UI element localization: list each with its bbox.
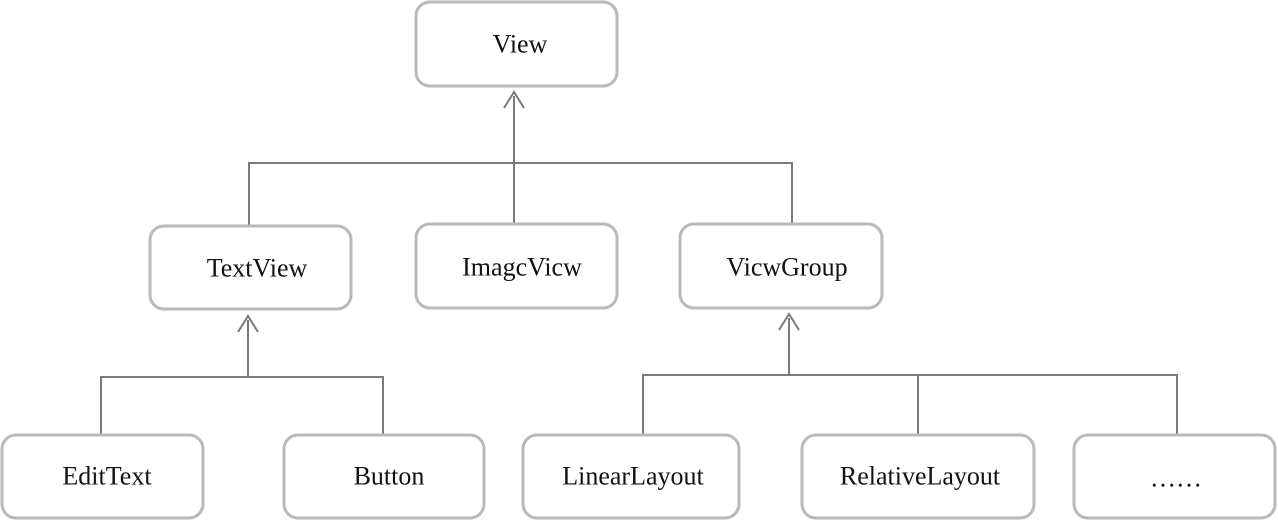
node-imageview-label: ImagcVicw bbox=[462, 253, 582, 282]
node-linearlayout-label: LinearLayout bbox=[562, 462, 704, 491]
node-more: …… bbox=[1072, 433, 1277, 520]
node-more-label: …… bbox=[1150, 464, 1202, 493]
arrowhead-view bbox=[503, 90, 525, 109]
connector-layouts-to-viewgroup bbox=[642, 374, 1178, 435]
node-relativelayout-label: RelativeLayout bbox=[840, 462, 1001, 491]
node-edittext-label: EditText bbox=[62, 462, 152, 491]
node-view: View bbox=[414, 0, 619, 88]
node-edittext: EditText bbox=[0, 433, 205, 520]
node-textview: TextView bbox=[148, 224, 353, 311]
connector-textview-children bbox=[100, 314, 384, 435]
node-viewgroup: VicwGroup bbox=[678, 222, 884, 310]
node-button: Button bbox=[282, 433, 486, 520]
arrowhead-viewgroup bbox=[778, 312, 800, 331]
node-view-label: View bbox=[493, 30, 548, 59]
node-viewgroup-label: VicwGroup bbox=[726, 253, 847, 282]
node-relativelayout: RelativeLayout bbox=[800, 433, 1036, 520]
node-imageview: ImagcVicw bbox=[414, 222, 619, 310]
connector-textview-to-view bbox=[248, 96, 515, 226]
node-linearlayout: LinearLayout bbox=[521, 433, 741, 520]
connector-view-children bbox=[248, 90, 793, 226]
arrowhead-textview bbox=[237, 314, 259, 333]
connector-viewgroup-children bbox=[642, 312, 1178, 435]
connector-edittext-to-textview bbox=[100, 376, 384, 435]
node-button-label: Button bbox=[354, 462, 425, 491]
node-textview-label: TextView bbox=[207, 254, 308, 283]
connector-viewgroup-to-view bbox=[514, 162, 793, 223]
